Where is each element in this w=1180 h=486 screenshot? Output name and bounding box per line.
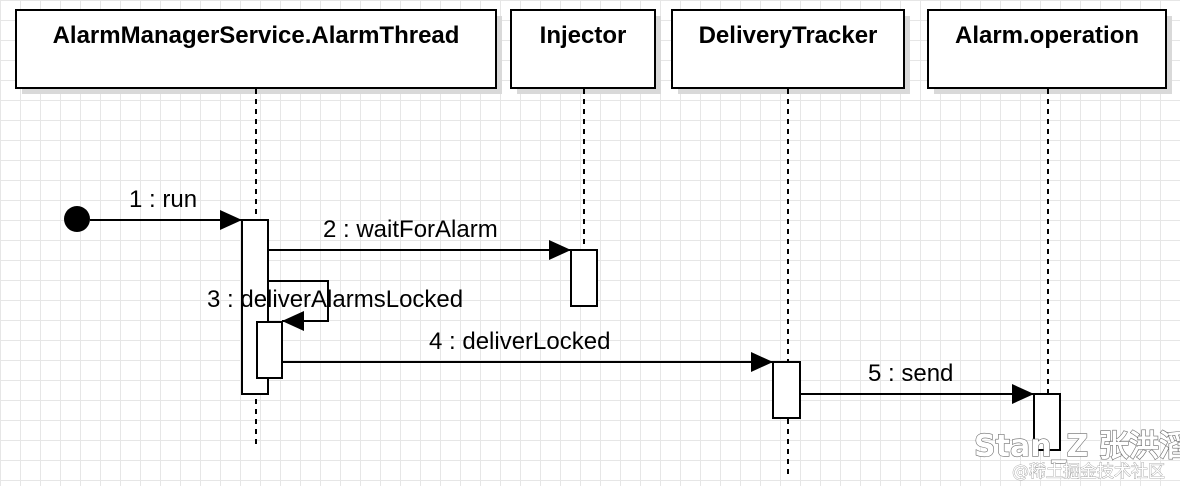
activation-alarm-thread-nested: [256, 321, 283, 379]
participant-title: AlarmManagerService.AlarmThread: [53, 22, 460, 49]
message-label: 5 : send: [868, 360, 953, 387]
participant-box: [510, 9, 656, 89]
message-arrow: [268, 280, 329, 331]
participant-box: [927, 9, 1167, 89]
watermark: Stan_Z 张洪滔 @稀土掘金技术社区: [973, 428, 1180, 482]
participant-title: DeliveryTracker: [699, 22, 878, 49]
message-deliver-alarms-locked[interactable]: 3 : deliverAlarmsLocked: [207, 280, 463, 331]
participant-alarm-operation[interactable]: Alarm.operation: [927, 9, 1172, 94]
participant-alarm-thread[interactable]: AlarmManagerService.AlarmThread: [15, 9, 502, 94]
activation-delivery-tracker: [772, 361, 801, 419]
participant-injector[interactable]: Injector: [510, 9, 661, 94]
participant-title: Alarm.operation: [955, 22, 1139, 49]
message-label: 1 : run: [129, 186, 197, 213]
participant-delivery-tracker[interactable]: DeliveryTracker: [671, 9, 910, 94]
message-wait-for-alarm[interactable]: 2 : waitForAlarm: [268, 216, 571, 260]
participant-box: [15, 9, 497, 89]
watermark-main: Stan_Z 张洪滔: [974, 429, 1180, 464]
initial-node: [64, 206, 90, 232]
participant-box: [671, 9, 905, 89]
message-label: 4 : deliverLocked: [429, 328, 610, 355]
message-label: 3 : deliverAlarmsLocked: [207, 286, 463, 313]
message-run[interactable]: 1 : run: [90, 186, 242, 230]
message-send[interactable]: 5 : send: [800, 360, 1034, 404]
message-deliver-locked[interactable]: 4 : deliverLocked: [282, 328, 773, 372]
message-label: 2 : waitForAlarm: [323, 216, 498, 243]
participant-title: Injector: [540, 22, 627, 49]
activation-injector: [570, 249, 598, 307]
watermark-sub: @稀土掘金技术社区: [1012, 462, 1165, 482]
activation-alarm-operation: [1033, 393, 1061, 451]
